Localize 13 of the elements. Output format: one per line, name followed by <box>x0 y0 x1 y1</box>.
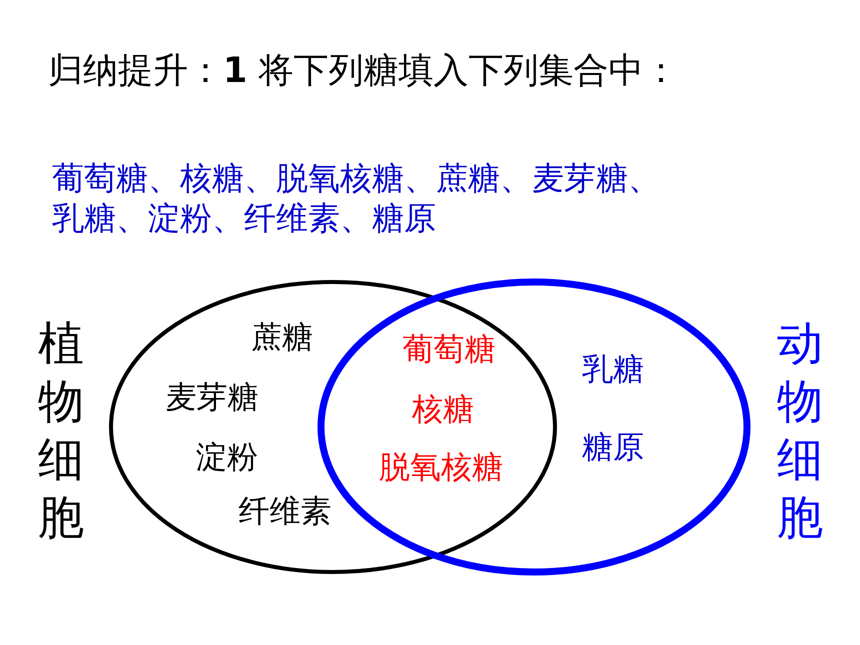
set-heading: 动物细胞 <box>776 315 824 546</box>
sugar-name: 纤维素 <box>238 496 332 528</box>
set-heading: 植物细胞 <box>37 315 85 546</box>
sugar-name: 蔗糖 <box>251 322 313 354</box>
sugar-name: 麦芽糖 <box>166 382 258 414</box>
sugar-list: 葡萄糖、核糖、脱氧核糖、蔗糖、麦芽糖、乳糖、淀粉、纤维素、糖原 <box>52 158 682 238</box>
sugar-name: 葡萄糖 <box>402 334 496 366</box>
sugar-name: 乳糖 <box>582 354 644 386</box>
sugar-name: 核糖 <box>412 394 474 426</box>
sugar-name: 脱氧核糖 <box>379 452 503 484</box>
title: 归纳提升：1 将下列糖填入下列集合中： <box>48 52 678 90</box>
sugar-name: 淀粉 <box>196 442 258 474</box>
sugar-name: 糖原 <box>582 432 644 464</box>
